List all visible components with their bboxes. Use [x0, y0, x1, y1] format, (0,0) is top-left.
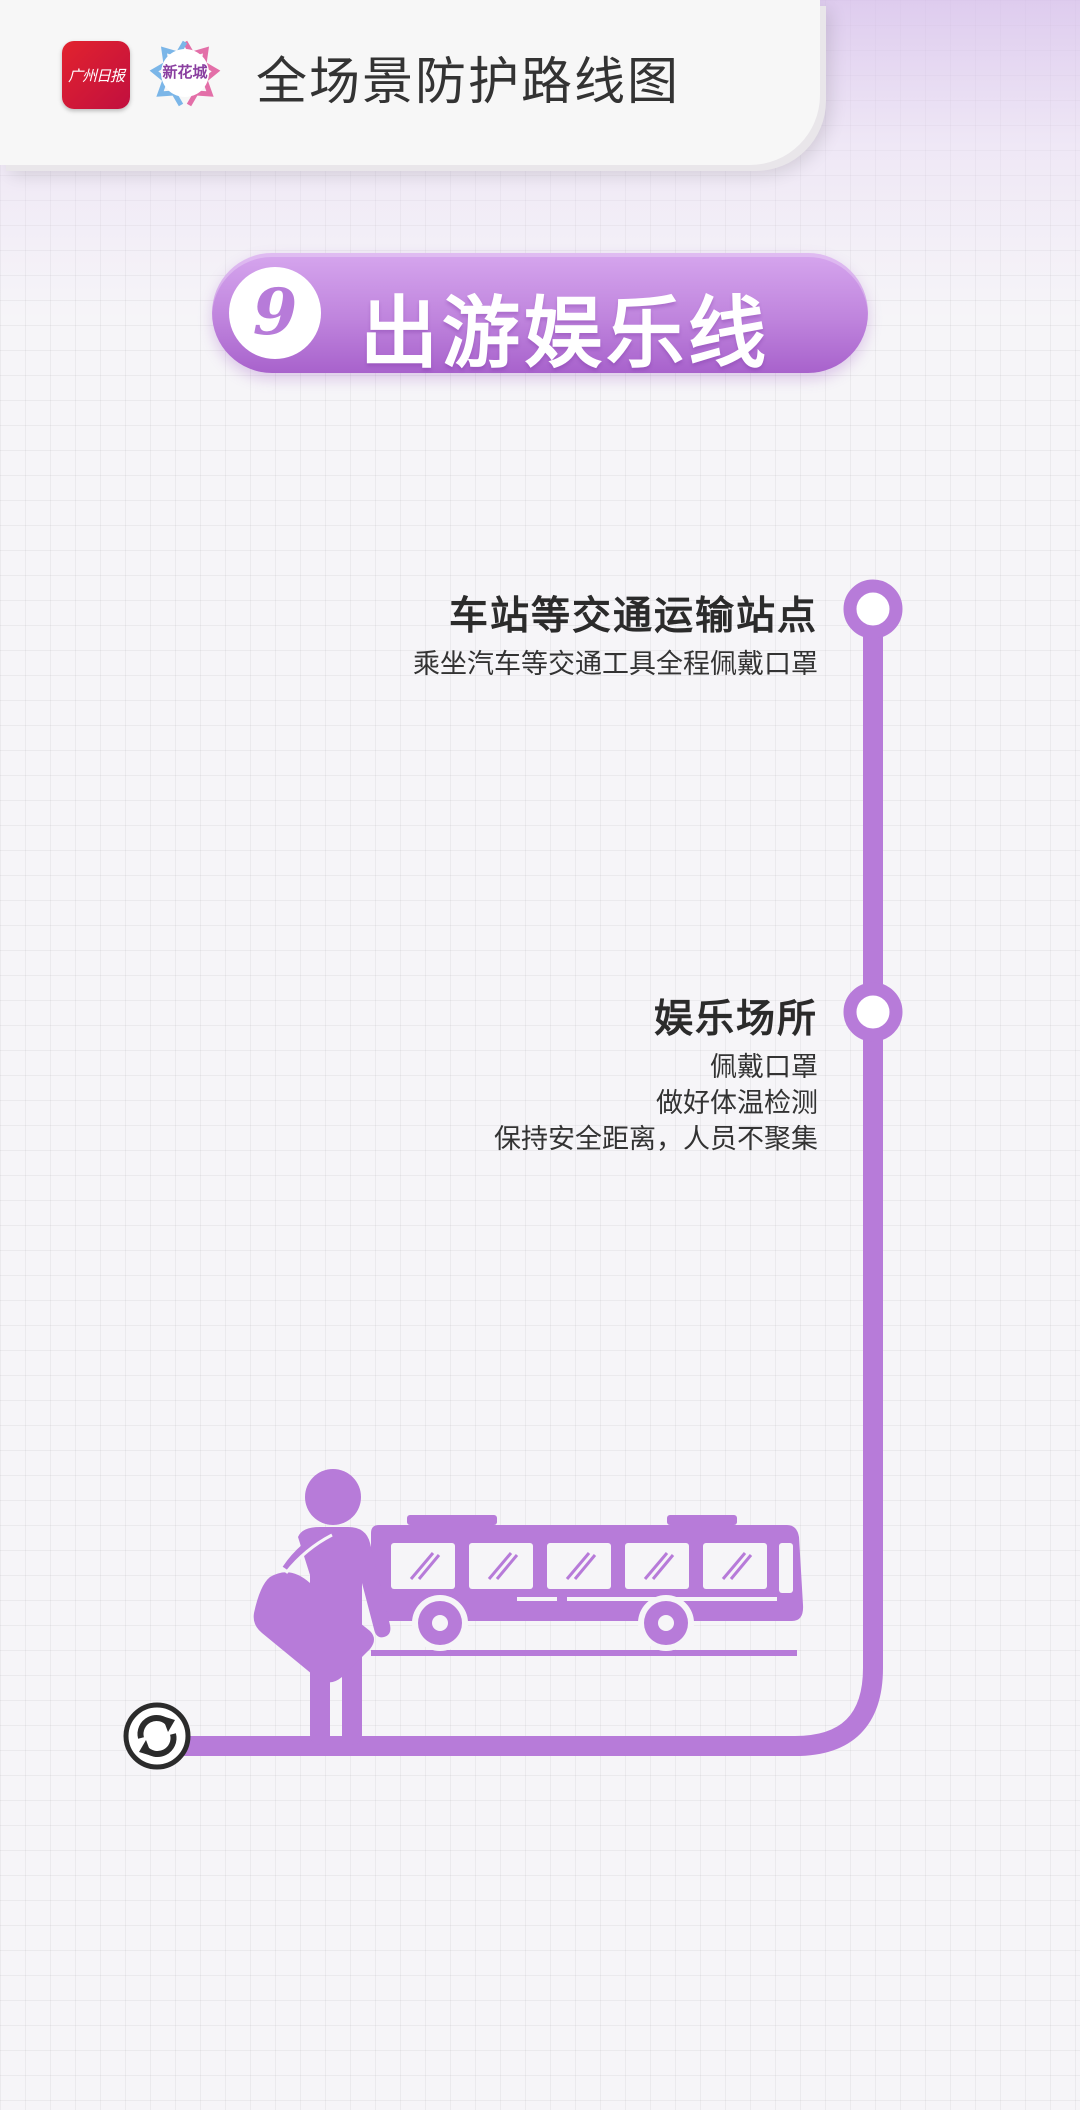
- route-number: 9: [252, 275, 298, 350]
- bus-icon: [371, 1515, 804, 1656]
- stop-station: 车站等交通运输站点 乘坐汽车等交通工具全程佩戴口罩: [413, 585, 818, 683]
- route-badge: 9 出游娱乐线: [212, 253, 868, 379]
- stop-tip: 乘坐汽车等交通工具全程佩戴口罩: [413, 649, 818, 680]
- refresh-icon: [123, 1702, 191, 1770]
- stop-tip: 佩戴口罩: [710, 1052, 818, 1083]
- stop-marker-2: [843, 982, 903, 1042]
- guangzhou-daily-logo-text: 广州日报: [67, 66, 125, 85]
- stop-title: 车站等交通运输站点: [448, 594, 818, 639]
- xinhuacheng-logo-text: 新花城: [162, 63, 208, 81]
- guangzhou-daily-logo: 广州日报: [62, 41, 130, 109]
- header-card: 广州日报 新花城 全场景防护路线图: [0, 0, 820, 165]
- route-line: [148, 600, 883, 1756]
- stop-marker-1: [843, 579, 903, 639]
- xinhuacheng-logo: 新花城: [148, 36, 222, 110]
- stop-tip: 保持安全距离，人员不聚集: [494, 1124, 818, 1155]
- stop-tip: 做好体温检测: [656, 1088, 818, 1119]
- route-number-circle: 9: [229, 267, 321, 359]
- traveler-icon: [253, 1469, 391, 1745]
- stop-entertainment-venue: 娱乐场所 佩戴口罩 做好体温检测 保持安全距离，人员不聚集: [494, 988, 818, 1158]
- route-title: 出游娱乐线: [360, 289, 771, 379]
- stop-title: 娱乐场所: [653, 997, 818, 1042]
- page-title: 全场景防护路线图: [256, 53, 681, 112]
